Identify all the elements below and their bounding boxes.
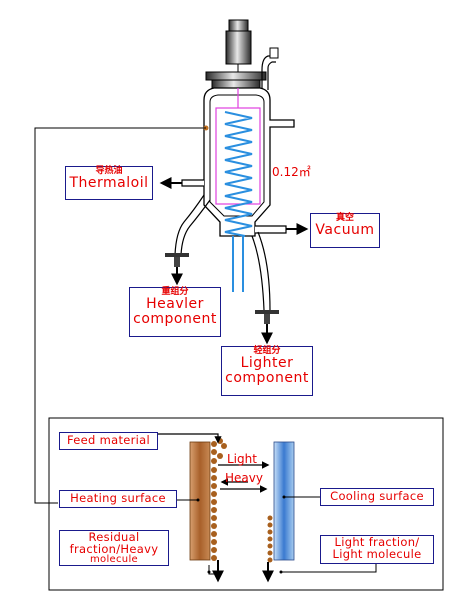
- light-condensate-droplets: [267, 515, 273, 563]
- vacuum-en: Vacuum: [315, 222, 375, 239]
- vacuum-cn: 真空: [335, 213, 354, 223]
- heavier-component-label: 重组分 Heavler component: [129, 287, 221, 337]
- schematic-frame: [48, 417, 444, 591]
- heavy-arrow-label: Heavy: [225, 471, 263, 485]
- thermal-oil-en: Thermaloil: [69, 175, 149, 192]
- flow-arrows: [159, 177, 309, 345]
- heavy-film-droplets: [211, 438, 227, 561]
- light-fraction-line1: Light fraction/: [334, 535, 420, 549]
- light-arrow-label: Light: [227, 452, 257, 466]
- lighter-en1: Lighter: [240, 355, 294, 372]
- cooling-surface-label: Cooling surface: [320, 488, 434, 506]
- motor-assembly: [205, 19, 279, 90]
- light-fraction-label: Light fraction/ Light molecule: [320, 535, 434, 564]
- thermal-oil-label: 导热油 Thermaloil: [65, 166, 153, 200]
- heavier-en1: Heavler: [146, 296, 204, 313]
- lighter-component-label: 轻组分 Lighter component: [221, 346, 313, 396]
- feed-material-label: Feed material: [59, 432, 158, 450]
- lighter-en2: component: [225, 370, 309, 387]
- wiper-column: [215, 88, 261, 205]
- light-fraction-line2: Light molecule: [332, 547, 422, 562]
- thermal-oil-cn: 导热油: [95, 166, 123, 176]
- condenser-coil: [224, 111, 253, 292]
- cooling-surface-wall: [273, 441, 295, 561]
- heavier-cn: 重组分: [161, 287, 189, 297]
- cooling-surface-text: Cooling surface: [330, 489, 424, 503]
- lighter-cn: 轻组分: [253, 346, 281, 356]
- residual-line1: Residual: [88, 530, 140, 544]
- residual-fraction-label: Residual fraction/Heavy molecule: [59, 530, 169, 566]
- heating-surface-wall: [189, 441, 211, 561]
- feed-material-text: Feed material: [67, 433, 150, 447]
- heavier-en2: component: [133, 311, 217, 328]
- residual-line2: fraction/Heavy: [69, 542, 159, 557]
- schematic-arrows: [158, 433, 377, 583]
- vacuum-label: 真空 Vacuum: [310, 213, 380, 248]
- connector-line: [34, 125, 209, 504]
- heating-surface-label: Heating surface: [59, 490, 177, 508]
- heating-surface-text: Heating surface: [70, 491, 166, 505]
- surface-area-label: 0.12㎡: [272, 165, 311, 179]
- residual-line3: molecule: [90, 554, 138, 566]
